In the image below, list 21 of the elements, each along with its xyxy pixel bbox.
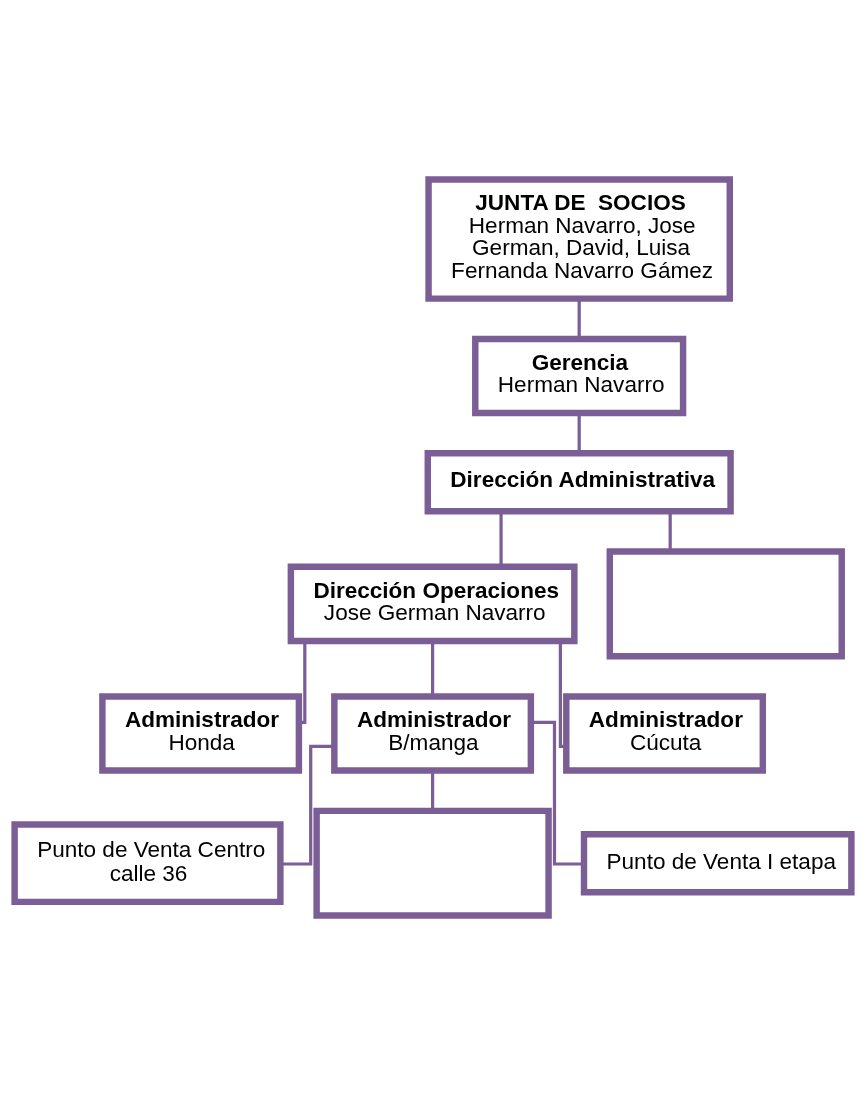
connector [499, 511, 503, 567]
node-box: Gerencia Herman Navarro [472, 335, 687, 417]
connector [668, 511, 672, 552]
connector [558, 641, 566, 749]
connector [431, 771, 435, 811]
node-box: Administrador Cúcuta [563, 693, 766, 774]
node-box: Dirección Operaciones Jose German Navarro [287, 563, 578, 645]
connector [577, 413, 581, 453]
connector [299, 641, 307, 724]
connector [531, 720, 584, 866]
connector [431, 641, 435, 697]
connector [577, 298, 581, 339]
node-box: Dirección Administrativa [424, 450, 734, 515]
node-box: JUNTA DE SOCIOS Herman Navarro, Jose German, David, Luisa Fernanda Navarro Gámez [425, 176, 733, 302]
node-box: Punto de Venta I etapa [580, 831, 855, 896]
node-box: Administrador Honda [99, 693, 303, 774]
node-box: Punto de Venta Centro calle 36 [11, 821, 284, 906]
node-box [313, 807, 552, 919]
node-box: Administrador B/manga [331, 693, 535, 774]
connector [280, 744, 335, 866]
node-box [606, 548, 845, 660]
